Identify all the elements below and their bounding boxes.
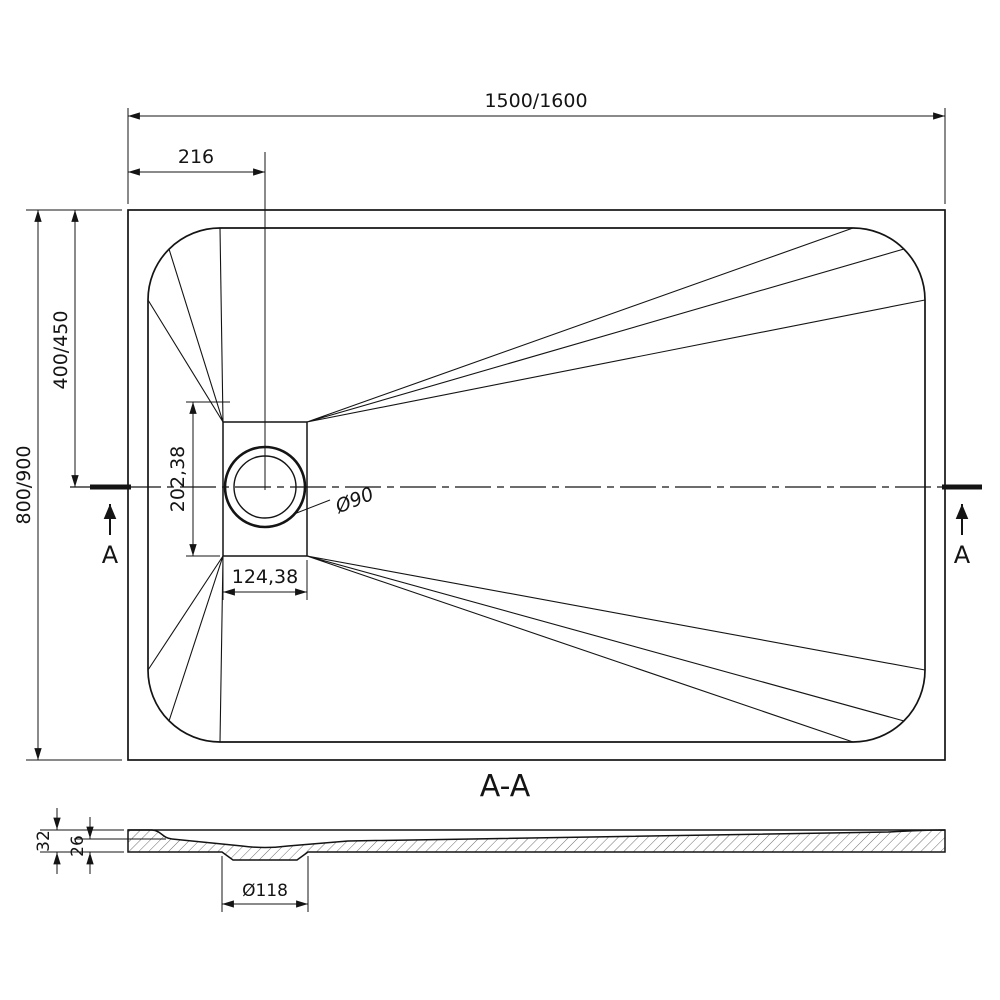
dim-height-text: 800/900 <box>13 446 35 525</box>
section-indicators: A A <box>102 504 971 569</box>
dim-halfheight-text: 400/450 <box>50 311 72 390</box>
section-view: A-A 32 26 Ø118 <box>34 769 946 912</box>
tray-inner-edge <box>147 227 926 743</box>
dim-drainY-text: 202,38 <box>167 446 189 512</box>
dim-32-text: 32 <box>34 830 54 852</box>
section-letter-left: A <box>102 541 119 569</box>
top-view-dimensions: 1500/1600 216 800/900 400/450 202,38 124… <box>13 90 946 761</box>
dim-drainW-text: 124,38 <box>232 566 298 588</box>
section-letter-right: A <box>954 541 971 569</box>
top-view <box>70 152 982 761</box>
section-title: A-A <box>480 769 531 804</box>
dim-drainD-text: Ø90 <box>332 483 377 518</box>
dim-drainD-leader <box>293 499 331 515</box>
dim-width-text: 1500/1600 <box>484 90 587 112</box>
tray-outer-edge <box>127 209 946 761</box>
dim-118-text: Ø118 <box>242 881 288 901</box>
dim-drain-offset-text: 216 <box>178 146 214 168</box>
dim-26-text: 26 <box>68 835 88 857</box>
section-profile <box>127 829 946 861</box>
slope-fold-lines <box>147 227 926 743</box>
